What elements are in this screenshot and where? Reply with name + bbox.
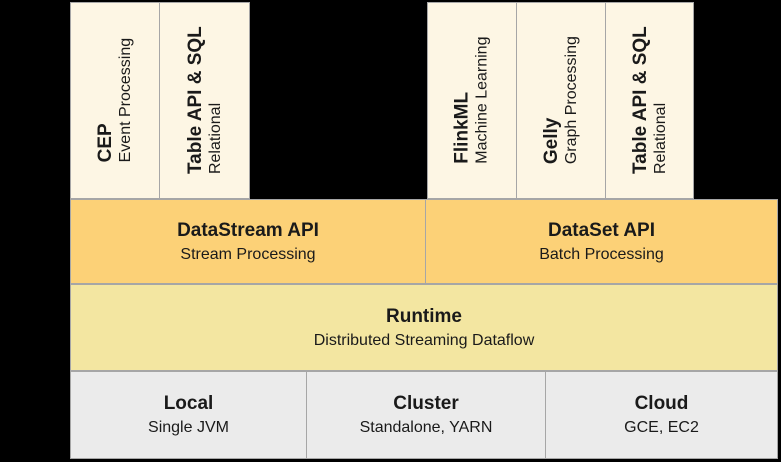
library-box-table-api-sql-right: Table API & SQL Relational	[605, 2, 694, 199]
library-box-table-api-sql-left: Table API & SQL Relational	[159, 2, 250, 199]
deploy-box-cluster: Cluster Standalone, YARN	[306, 371, 546, 459]
library-title: FlinkML	[451, 92, 473, 165]
library-title: Table API & SQL	[184, 26, 206, 175]
library-box-cep-text: CEP Event Processing	[95, 38, 135, 163]
deploy-title: Cluster	[393, 393, 459, 415]
deploy-box-cloud: Cloud GCE, EC2	[545, 371, 778, 459]
library-subtitle: Relational	[651, 103, 669, 175]
deploy-subtitle: Single JVM	[148, 419, 229, 437]
library-box-flinkml: FlinkML Machine Learning	[427, 2, 517, 199]
library-box-gelly: Gelly Graph Processing	[516, 2, 606, 199]
api-box-datastream: DataStream API Stream Processing	[70, 199, 426, 284]
library-title: CEP	[94, 123, 116, 163]
library-subtitle: Machine Learning	[473, 36, 491, 165]
deploy-title: Local	[163, 393, 214, 415]
library-subtitle: Relational	[206, 103, 224, 175]
deploy-title: Cloud	[634, 393, 689, 415]
library-box-cep: CEP Event Processing	[70, 2, 160, 199]
library-title: Gelly	[540, 118, 562, 165]
api-title: DataStream API	[177, 219, 319, 241]
runtime-subtitle: Distributed Streaming Dataflow	[313, 331, 535, 349]
runtime-title: Runtime	[386, 305, 462, 327]
runtime-box: Runtime Distributed Streaming Dataflow	[70, 284, 778, 371]
library-subtitle: Graph Processing	[562, 36, 580, 165]
library-box-gelly-text: Gelly Graph Processing	[541, 36, 581, 164]
api-title: DataSet API	[548, 219, 655, 241]
library-box-table-api-sql-right-text: Table API & SQL Relational	[629, 27, 669, 175]
api-box-dataset: DataSet API Batch Processing	[425, 199, 778, 284]
library-title: Table API & SQL	[629, 26, 651, 175]
library-box-table-api-sql-left-text: Table API & SQL Relational	[184, 27, 224, 175]
deploy-subtitle: Standalone, YARN	[359, 419, 493, 437]
api-subtitle: Stream Processing	[180, 245, 316, 263]
library-box-flinkml-text: FlinkML Machine Learning	[452, 37, 492, 164]
deploy-subtitle: GCE, EC2	[624, 419, 699, 437]
deploy-box-local: Local Single JVM	[70, 371, 307, 459]
library-subtitle: Event Processing	[116, 38, 134, 163]
api-subtitle: Batch Processing	[539, 245, 664, 263]
